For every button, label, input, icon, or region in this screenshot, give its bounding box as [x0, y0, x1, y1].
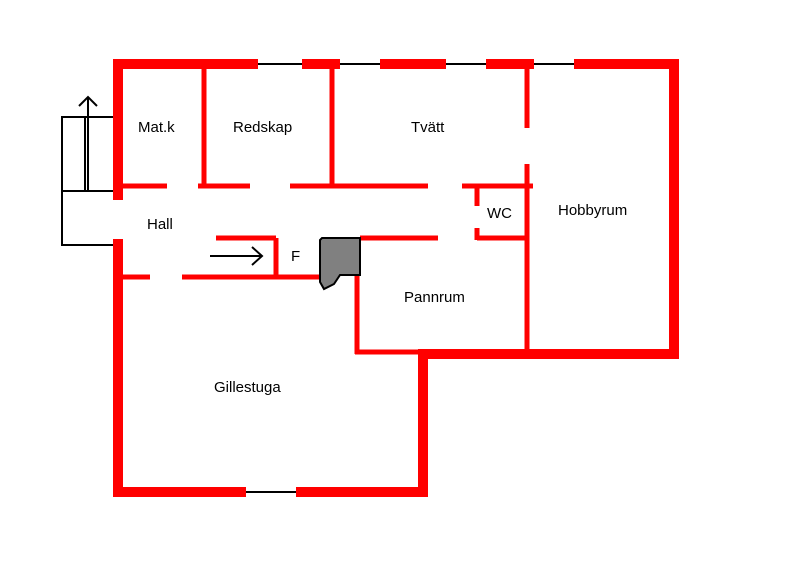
- room-label-f: F: [291, 248, 300, 265]
- chimney-icon: [319, 237, 361, 291]
- room-label-gillestuga: Gillestuga: [214, 379, 281, 396]
- room-label-redskap: Redskap: [233, 119, 292, 136]
- arrow-right-icon: [210, 246, 264, 266]
- room-label-wc: WC: [487, 205, 512, 222]
- stairs-icon: [61, 116, 118, 246]
- room-label-hobbyrum: Hobbyrum: [558, 202, 627, 219]
- windows: [246, 63, 574, 493]
- walls: [113, 59, 679, 497]
- room-label-matk: Mat.k: [138, 119, 175, 136]
- room-label-hall: Hall: [147, 216, 173, 233]
- arrow-up-icon: [78, 95, 98, 191]
- room-label-pannrum: Pannrum: [404, 289, 465, 306]
- room-label-tvatt: Tvätt: [411, 119, 445, 136]
